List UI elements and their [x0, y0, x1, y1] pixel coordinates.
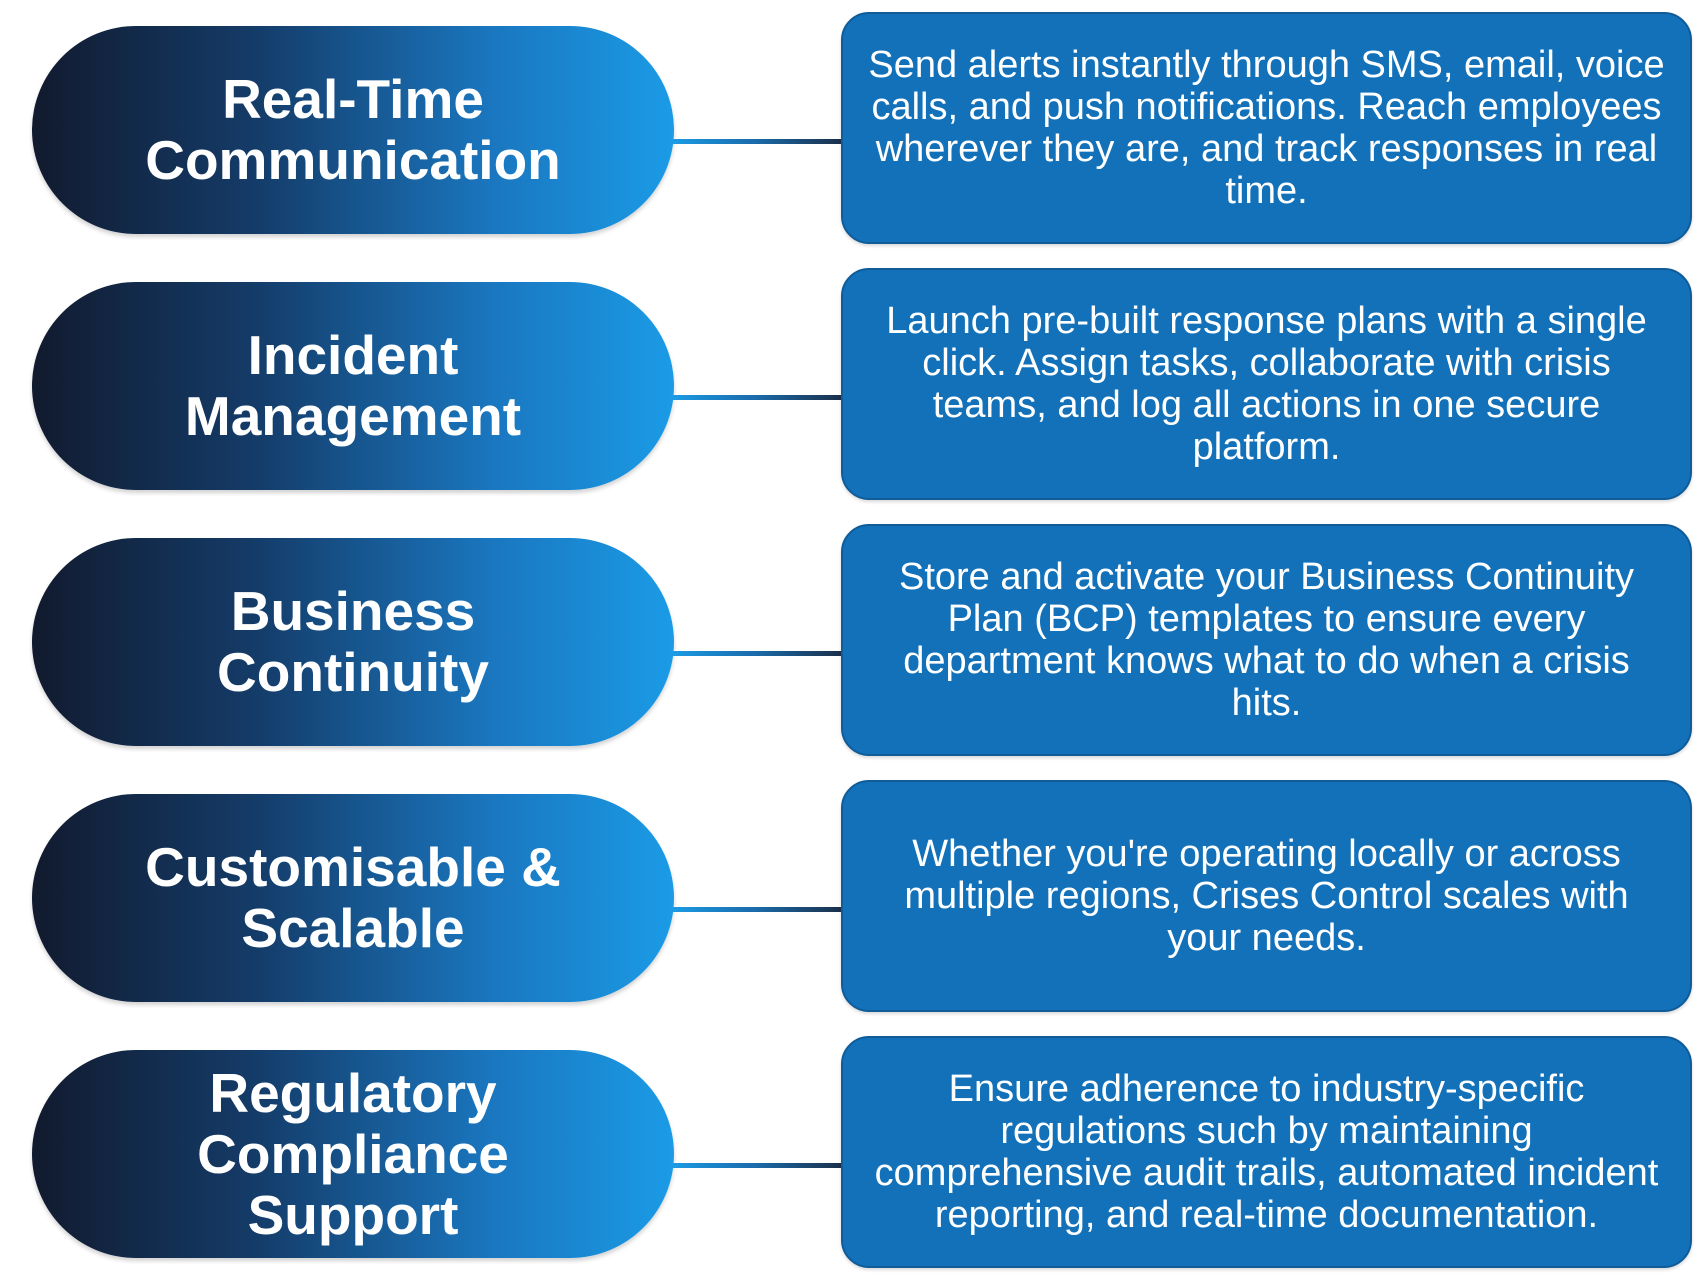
feature-row-customisable-scalable: Customisable & Scalable Whether you're o…: [0, 780, 1704, 1012]
feature-pill: Customisable & Scalable: [32, 794, 674, 1002]
feature-title: Customisable & Scalable: [145, 836, 561, 959]
feature-row-incident-management: Incident Management Launch pre-built res…: [0, 268, 1704, 500]
feature-title: Regulatory Compliance Support: [197, 1061, 509, 1246]
description-card: Launch pre-built response plans with a s…: [841, 268, 1692, 500]
connector-line: [672, 907, 842, 912]
connector-line: [672, 1163, 842, 1168]
description-card: Whether you're operating locally or acro…: [841, 780, 1692, 1012]
description-card: Send alerts instantly through SMS, email…: [841, 12, 1692, 244]
feature-row-real-time-communication: Real-Time Communication Send alerts inst…: [0, 12, 1704, 244]
description-card: Store and activate your Business Continu…: [841, 524, 1692, 756]
feature-title: Business Continuity: [217, 580, 489, 703]
feature-pill: Real-Time Communication: [32, 26, 674, 234]
feature-title: Incident Management: [184, 324, 522, 447]
feature-row-regulatory-compliance-support: Regulatory Compliance Support Ensure adh…: [0, 1036, 1704, 1268]
connector-line: [672, 139, 842, 144]
feature-description: Ensure adherence to industry-specific re…: [874, 1068, 1659, 1236]
feature-title: Real-Time Communication: [145, 68, 561, 191]
connector-line: [672, 651, 842, 656]
feature-pill: Incident Management: [32, 282, 674, 490]
feature-description: Store and activate your Business Continu…: [898, 556, 1635, 724]
feature-row-business-continuity: Business Continuity Store and activate y…: [0, 524, 1704, 756]
feature-pill: Business Continuity: [32, 538, 674, 746]
feature-description: Launch pre-built response plans with a s…: [886, 300, 1647, 468]
connector-line: [672, 395, 842, 400]
feature-description: Whether you're operating locally or acro…: [904, 833, 1629, 959]
feature-pill: Regulatory Compliance Support: [32, 1050, 674, 1258]
description-card: Ensure adherence to industry-specific re…: [841, 1036, 1692, 1268]
feature-description: Send alerts instantly through SMS, email…: [868, 44, 1665, 212]
